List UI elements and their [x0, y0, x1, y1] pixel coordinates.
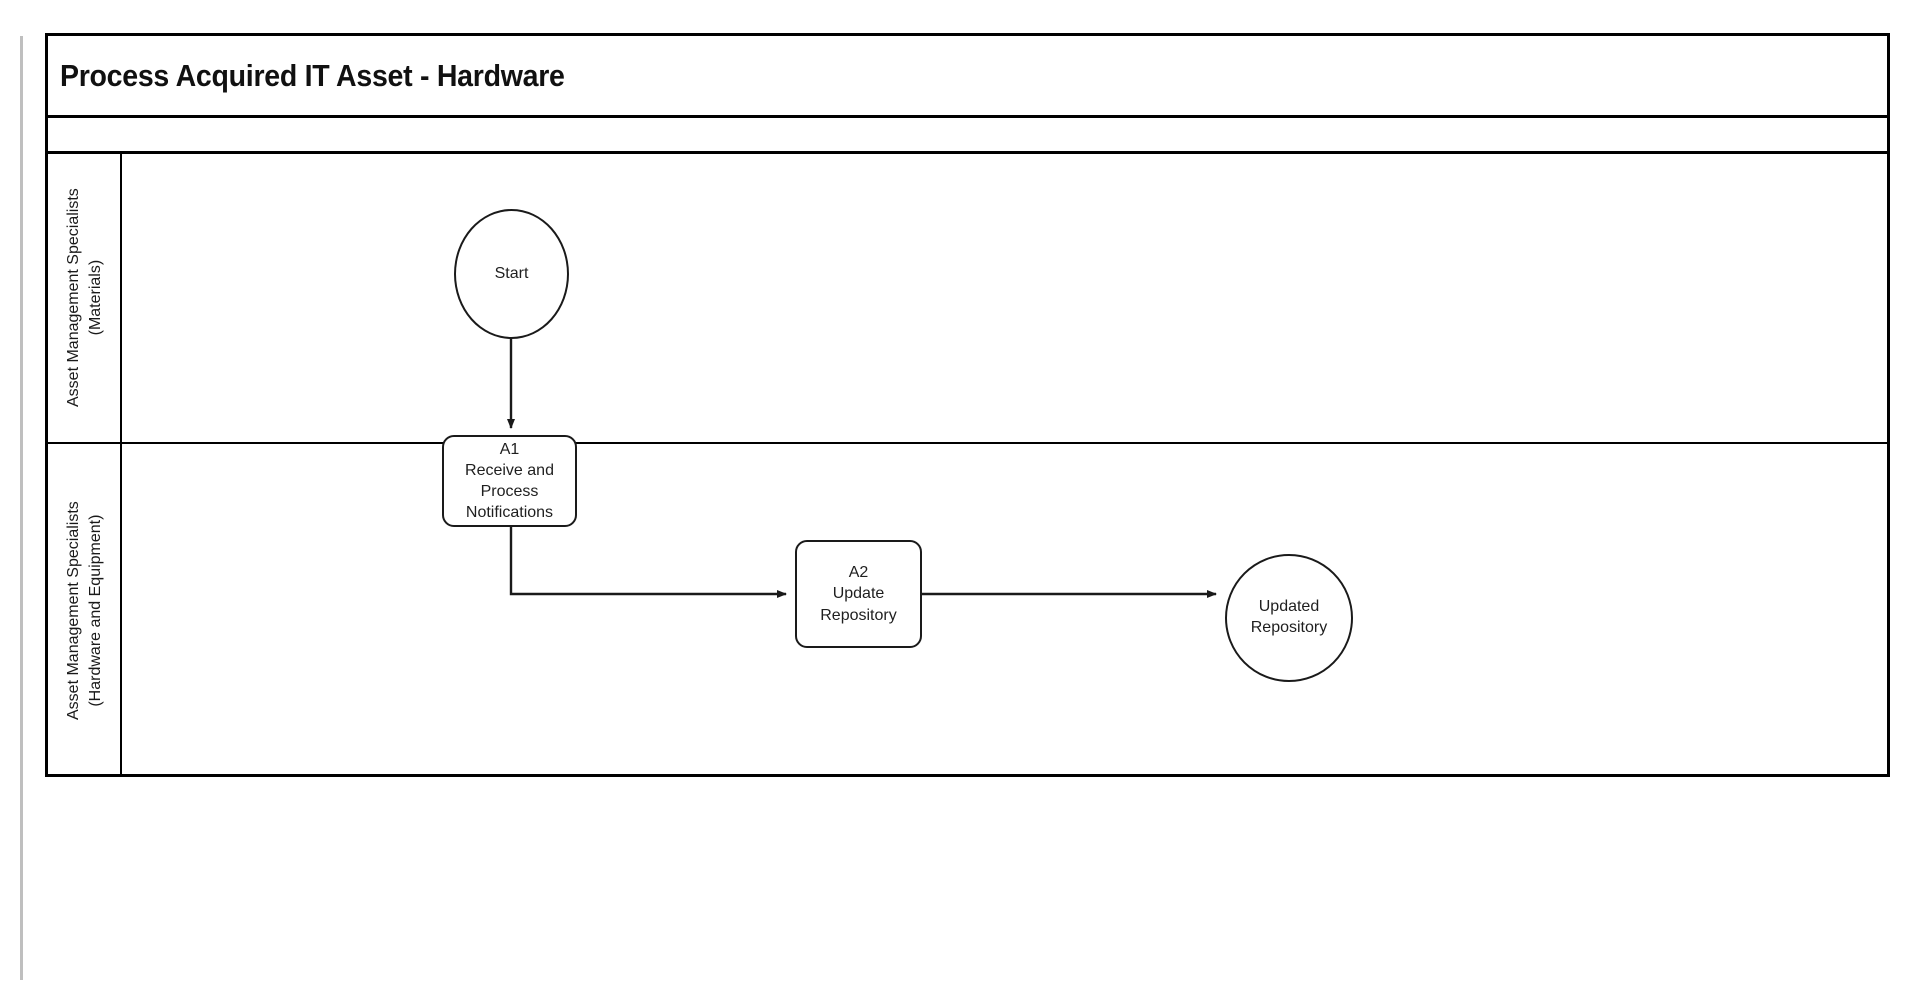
lane-materials: Asset Management Specialists (Materials) [48, 154, 1887, 444]
lane-label-materials: Asset Management Specialists (Materials) [62, 189, 105, 408]
page-margin-rule [20, 36, 23, 980]
lane-hardware: Asset Management Specialists (Hardware a… [48, 444, 1887, 777]
pool-title-band: Process Acquired IT Asset - Hardware [48, 36, 1887, 118]
lane-header-hardware: Asset Management Specialists (Hardware a… [48, 444, 122, 777]
pool-subtitle-band [48, 118, 1887, 154]
lane-label-materials-line1: Asset Management Specialists [64, 188, 82, 408]
page-title: Process Acquired IT Asset - Hardware [59, 57, 565, 93]
lane-container: Asset Management Specialists (Materials)… [48, 154, 1887, 777]
lane-label-hardware-line2: (Hardware and Equipment) [86, 514, 103, 707]
lane-body-hardware [122, 444, 1887, 777]
lane-label-materials-line2: (Materials) [86, 260, 103, 336]
lane-label-hardware: Asset Management Specialists (Hardware a… [62, 501, 105, 720]
lane-label-hardware-line1: Asset Management Specialists [64, 501, 82, 720]
process-pool: Process Acquired IT Asset - Hardware Ass… [45, 33, 1890, 777]
lane-body-materials [122, 154, 1887, 442]
lane-header-materials: Asset Management Specialists (Materials) [48, 154, 122, 442]
